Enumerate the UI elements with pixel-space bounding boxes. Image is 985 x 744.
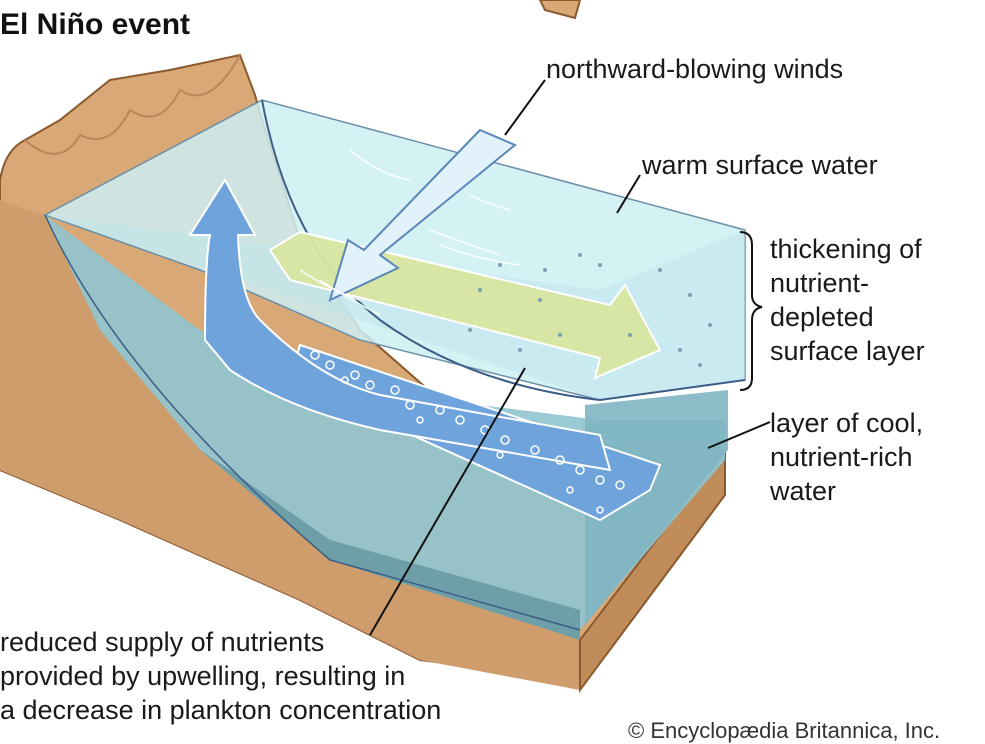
- leader-winds: [504, 79, 546, 136]
- leader-cool: [707, 421, 771, 449]
- label-cool-water: layer of cool, nutrient-rich water: [770, 408, 924, 506]
- plankton-dots: [468, 253, 712, 367]
- deep-water-front: [200, 450, 580, 640]
- seafloor-line: [44, 214, 581, 631]
- land-front-face: [0, 200, 580, 690]
- label-reduced-nutrients: reduced supply of nutrients provided by …: [0, 627, 442, 725]
- upwelling-arrow: [188, 178, 612, 472]
- diagram-title: El Niño event: [0, 8, 191, 41]
- leader-reduced: [369, 367, 526, 636]
- nutrient-bubbles: [310, 350, 625, 514]
- label-northward-winds: northward-blowing winds: [546, 54, 844, 84]
- cool-water-front-face: [585, 390, 728, 625]
- leader-lines: [369, 79, 771, 636]
- land-ridges: [24, 54, 241, 155]
- label-thickening-layer: thickening of nutrient- depleted surface…: [770, 234, 925, 366]
- label-warm-surface-water: warm surface water: [642, 150, 878, 180]
- leader-warm: [616, 174, 641, 214]
- wind-streaks: [299, 149, 521, 316]
- wind-arrow: [328, 128, 517, 302]
- thickening-bracket: [739, 231, 763, 391]
- land-stub: [538, 0, 582, 20]
- copyright-credit: © Encyclopædia Britannica, Inc.: [628, 718, 941, 743]
- thermocline-line: [261, 99, 746, 402]
